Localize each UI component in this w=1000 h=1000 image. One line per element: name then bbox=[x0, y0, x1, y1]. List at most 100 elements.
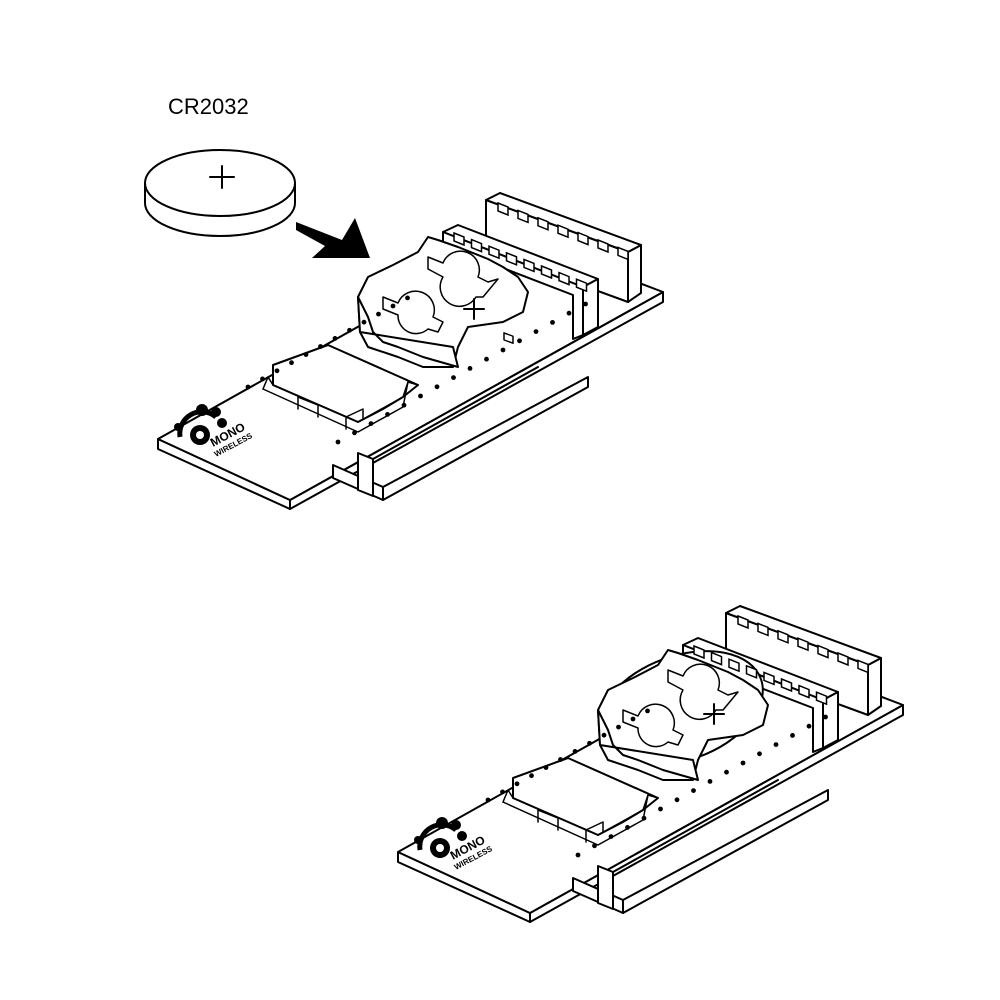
via-hole bbox=[806, 723, 812, 729]
front-header-pin bbox=[815, 691, 828, 706]
front-header-pin bbox=[798, 684, 810, 699]
front-header-pin bbox=[453, 231, 465, 247]
via-hole bbox=[260, 376, 265, 382]
back-header-pin bbox=[857, 659, 869, 674]
brand-logo-bottom: MONO WIRELESS bbox=[414, 817, 494, 872]
back-header-pin bbox=[497, 201, 509, 217]
via-hole bbox=[418, 393, 423, 399]
front-header-pin bbox=[728, 658, 740, 673]
via-hole bbox=[335, 439, 341, 445]
via-hole bbox=[641, 815, 647, 821]
front-header-pin bbox=[523, 258, 535, 273]
via-hole bbox=[361, 319, 367, 325]
via-hole bbox=[543, 765, 549, 770]
via-hole bbox=[823, 714, 828, 720]
board-bottom: MONO WIRELESS bbox=[397, 605, 904, 923]
via-hole bbox=[592, 843, 597, 849]
via-hole bbox=[707, 779, 713, 784]
front-header-pin bbox=[505, 251, 518, 266]
via-hole bbox=[572, 749, 578, 754]
via-hole bbox=[485, 797, 491, 803]
via-hole bbox=[757, 751, 762, 757]
back-header-pin bbox=[617, 246, 629, 261]
front-header-pin bbox=[710, 651, 723, 666]
via-hole bbox=[385, 412, 390, 417]
board-top: MONO WIRELESS bbox=[157, 192, 664, 510]
chip-component bbox=[262, 344, 419, 433]
battery-holder-top bbox=[357, 236, 529, 368]
front-header-pin bbox=[470, 238, 483, 253]
back-header-pin bbox=[737, 614, 749, 630]
via-hole bbox=[691, 788, 696, 793]
back-header-pin bbox=[757, 622, 769, 637]
front-header-pin bbox=[488, 245, 500, 260]
back-header-pin bbox=[777, 629, 789, 644]
via-hole bbox=[529, 773, 534, 779]
via-hole bbox=[289, 360, 294, 366]
back-header-pin bbox=[597, 238, 609, 254]
back-header-pin bbox=[797, 637, 809, 652]
battery-holder-bottom bbox=[597, 649, 769, 781]
via-hole bbox=[724, 769, 729, 775]
via-hole bbox=[616, 724, 621, 730]
generated-details bbox=[245, 201, 869, 858]
via-hole bbox=[601, 732, 607, 738]
via-hole bbox=[517, 338, 522, 344]
via-hole bbox=[575, 852, 581, 858]
via-hole bbox=[451, 375, 456, 380]
via-hole bbox=[587, 740, 592, 746]
chip-component bbox=[502, 757, 659, 846]
via-hole bbox=[674, 797, 680, 803]
battery-label: CR2032 bbox=[168, 94, 249, 119]
via-hole bbox=[533, 329, 539, 334]
front-header-pin bbox=[763, 671, 775, 686]
back-header-pin bbox=[577, 231, 589, 246]
insert-arrow-icon bbox=[296, 218, 370, 258]
front-header-pin bbox=[558, 271, 570, 286]
via-hole bbox=[347, 327, 352, 333]
back-header-pins bbox=[503, 332, 514, 345]
top-step: CR2032 bbox=[144, 94, 664, 510]
via-hole bbox=[658, 806, 663, 812]
via-hole bbox=[566, 310, 572, 316]
via-hole bbox=[500, 789, 505, 795]
via-hole bbox=[368, 421, 374, 426]
via-hole bbox=[390, 303, 396, 309]
back-header-pin bbox=[837, 651, 849, 667]
via-hole bbox=[500, 347, 506, 353]
via-hole bbox=[773, 742, 779, 747]
coin-cell-battery bbox=[144, 149, 296, 237]
via-hole bbox=[352, 430, 357, 436]
front-header-pin bbox=[540, 264, 553, 280]
via-hole bbox=[484, 356, 489, 362]
via-hole bbox=[558, 757, 563, 762]
front-header-pin bbox=[745, 664, 758, 679]
back-header-pin bbox=[817, 644, 829, 659]
via-hole bbox=[630, 716, 636, 722]
via-hole bbox=[645, 708, 650, 714]
bottom-step: MONO WIRELESS bbox=[397, 605, 904, 923]
front-header-pin bbox=[693, 644, 705, 660]
via-hole bbox=[405, 295, 410, 301]
via-hole bbox=[583, 301, 588, 307]
back-header-pin bbox=[557, 224, 569, 239]
front-header-pin bbox=[575, 278, 588, 293]
via-hole bbox=[245, 384, 251, 390]
via-hole bbox=[318, 344, 323, 349]
back-header-pin bbox=[517, 209, 529, 224]
via-hole bbox=[790, 733, 795, 738]
via-hole bbox=[550, 320, 555, 325]
via-hole bbox=[401, 402, 407, 408]
via-hole bbox=[376, 311, 381, 317]
via-hole bbox=[303, 352, 309, 357]
back-header-pin bbox=[537, 216, 549, 231]
via-hole bbox=[625, 825, 630, 830]
via-hole bbox=[514, 781, 520, 787]
via-hole bbox=[467, 366, 473, 371]
via-hole bbox=[274, 368, 280, 374]
via-hole bbox=[434, 384, 440, 390]
via-hole bbox=[608, 834, 614, 839]
via-hole bbox=[332, 336, 338, 341]
